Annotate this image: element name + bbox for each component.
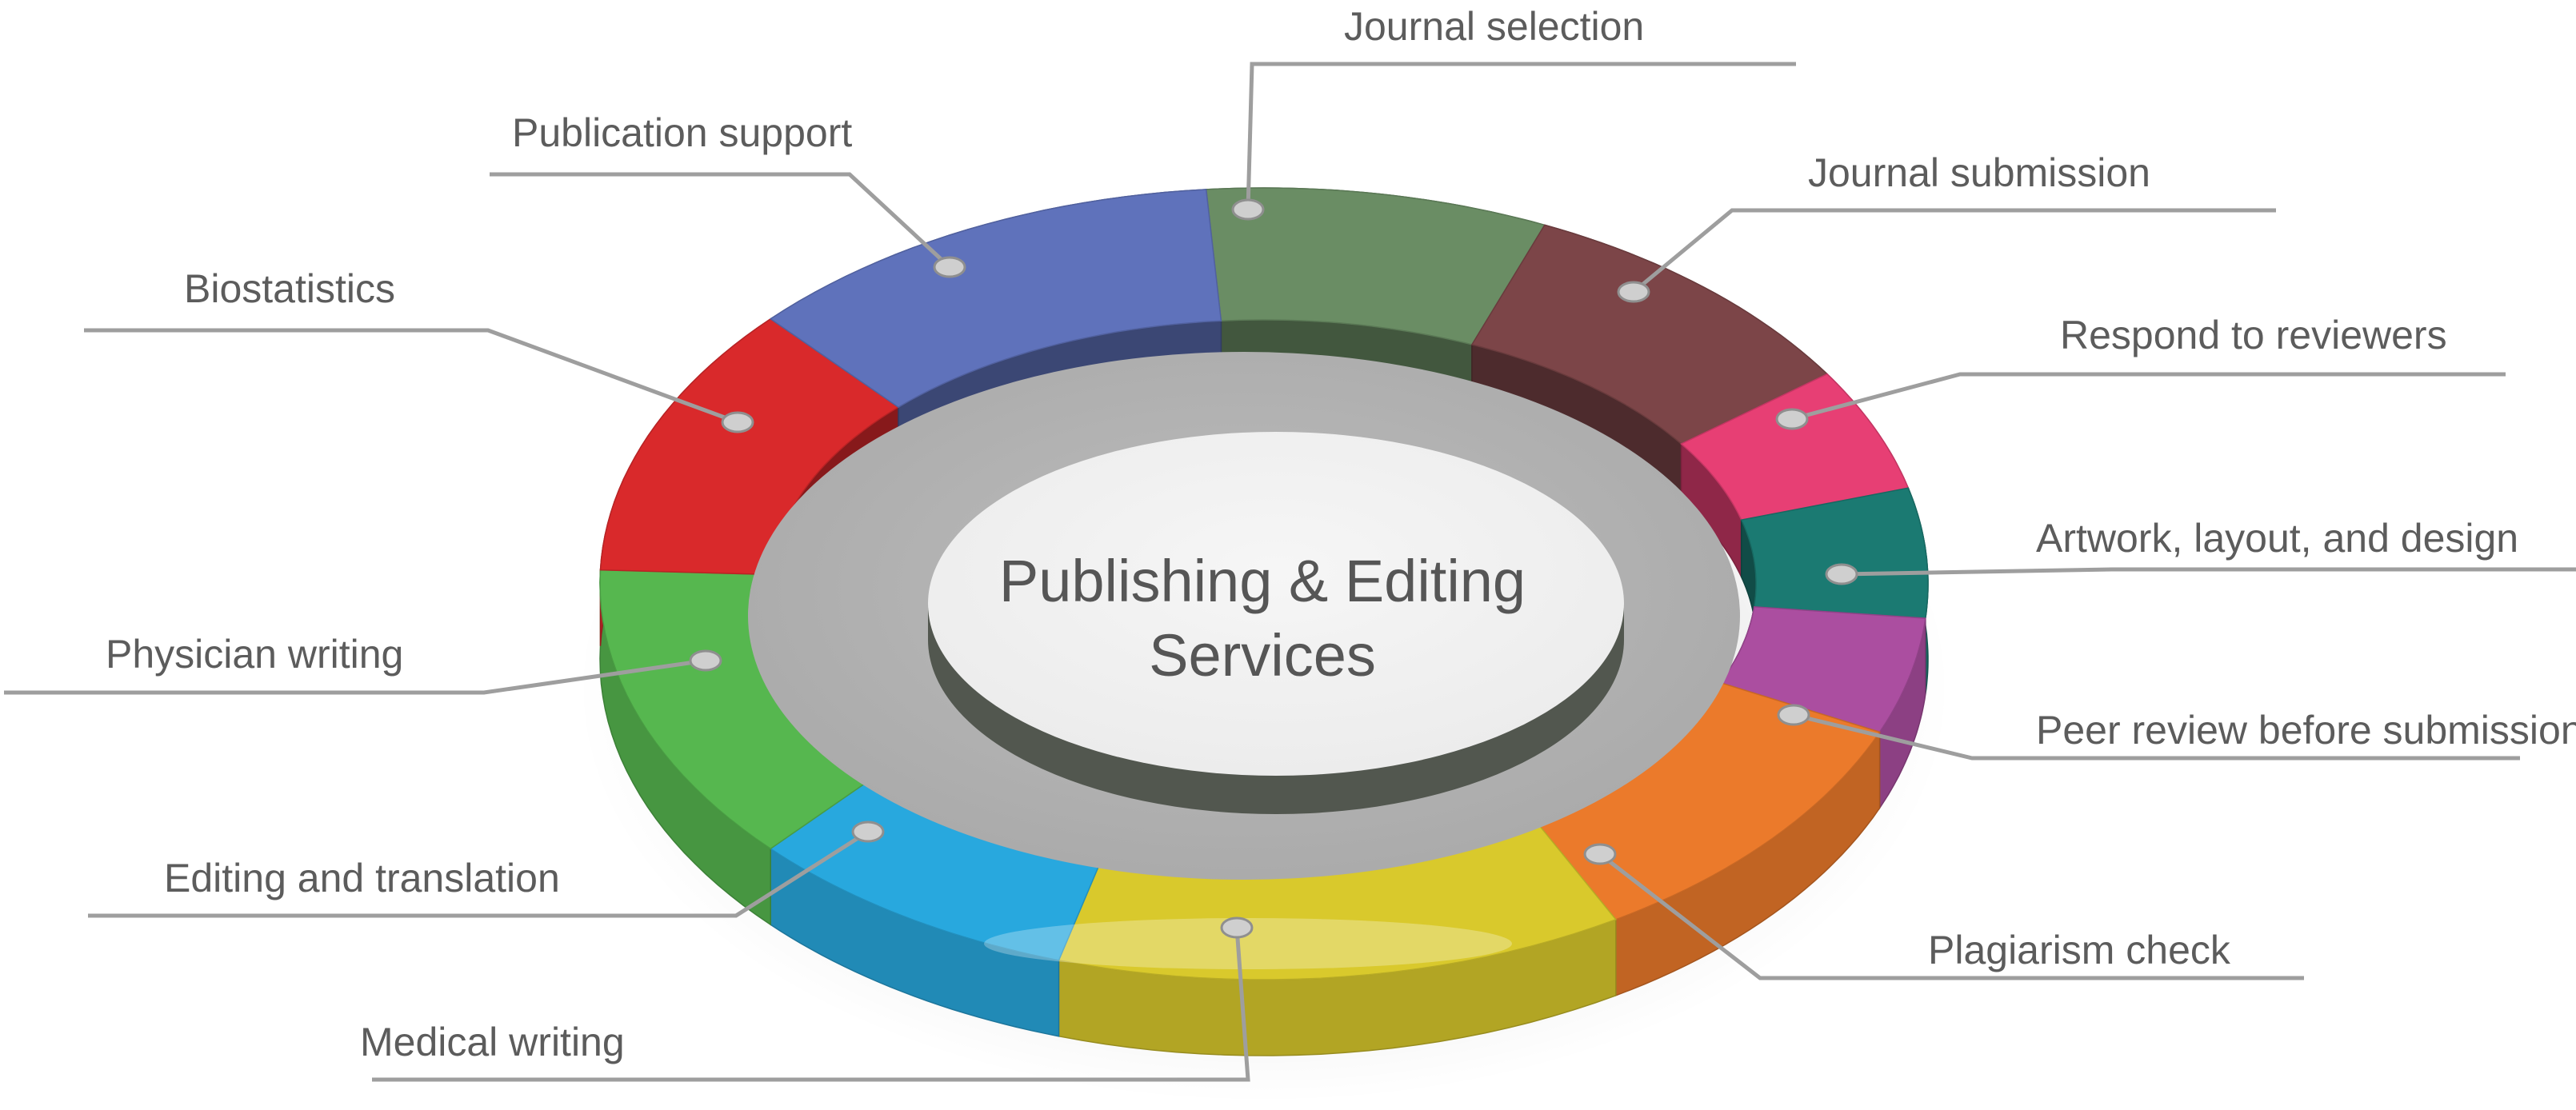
- ring-tops: [599, 187, 1929, 980]
- leader-line-respond-to-reviewers: [1791, 372, 2506, 421]
- marker-dot-editing-and-translation: [851, 821, 885, 843]
- segment-label-publication-support: Publication support: [512, 110, 852, 155]
- segment-label-peer-review-before-submission: Peer review before submission: [2036, 708, 2576, 753]
- marker-dot-biostatistics: [721, 411, 754, 433]
- leader-line-journal-selection: [1246, 62, 1796, 210]
- marker-dot-respond-to-reviewers: [1775, 408, 1809, 430]
- leader-line-peer-review-before-submission: [1793, 713, 2520, 761]
- leader-line-publication-support: [490, 172, 951, 269]
- marker-dot-journal-submission: [1617, 281, 1650, 303]
- leader-line-artwork-layout-and-design: [1841, 567, 2576, 577]
- segment-label-journal-submission: Journal submission: [1808, 150, 2150, 195]
- center-title-line-2: Services: [1149, 622, 1376, 689]
- marker-dot-plagiarism-check: [1583, 843, 1617, 865]
- segment-label-journal-selection: Journal selection: [1344, 4, 1644, 49]
- center-disc-top: [928, 432, 1624, 776]
- segment-label-respond-to-reviewers: Respond to reviewers: [2060, 313, 2447, 357]
- leader-line-biostatistics: [84, 328, 738, 425]
- marker-dot-medical-writing: [1220, 916, 1254, 939]
- leader-line-editing-and-translation: [88, 829, 870, 918]
- segment-label-biostatistics: Biostatistics: [184, 266, 395, 311]
- marker-dot-journal-selection: [1231, 198, 1265, 221]
- leader-line-plagiarism-check: [1598, 852, 2304, 980]
- segment-label-editing-and-translation: Editing and translation: [164, 856, 560, 900]
- marker-dot-publication-support: [933, 256, 966, 278]
- center-disc: Publishing & Editing Services: [928, 432, 1624, 814]
- center-title-line-1: Publishing & Editing: [999, 548, 1526, 614]
- marker-dot-peer-review-before-submission: [1777, 704, 1810, 726]
- segment-label-artwork-layout-and-design: Artwork, layout, and design: [2036, 516, 2518, 561]
- leader-line-journal-submission: [1632, 208, 2276, 293]
- segment-label-physician-writing: Physician writing: [106, 632, 403, 677]
- ring-gloss-highlight: [984, 918, 1512, 969]
- marker-dot-artwork-layout-and-design: [1825, 563, 1858, 585]
- segment-top-publication-support: [769, 189, 1222, 409]
- leader-line-medical-writing: [372, 927, 1250, 1082]
- leader-line-physician-writing: [4, 658, 706, 695]
- leader-lines: [4, 62, 2576, 1082]
- segment-markers: [689, 198, 1858, 939]
- segment-label-plagiarism-check: Plagiarism check: [1928, 928, 2231, 972]
- segment-label-medical-writing: Medical writing: [360, 1020, 625, 1064]
- marker-dot-physician-writing: [689, 649, 722, 672]
